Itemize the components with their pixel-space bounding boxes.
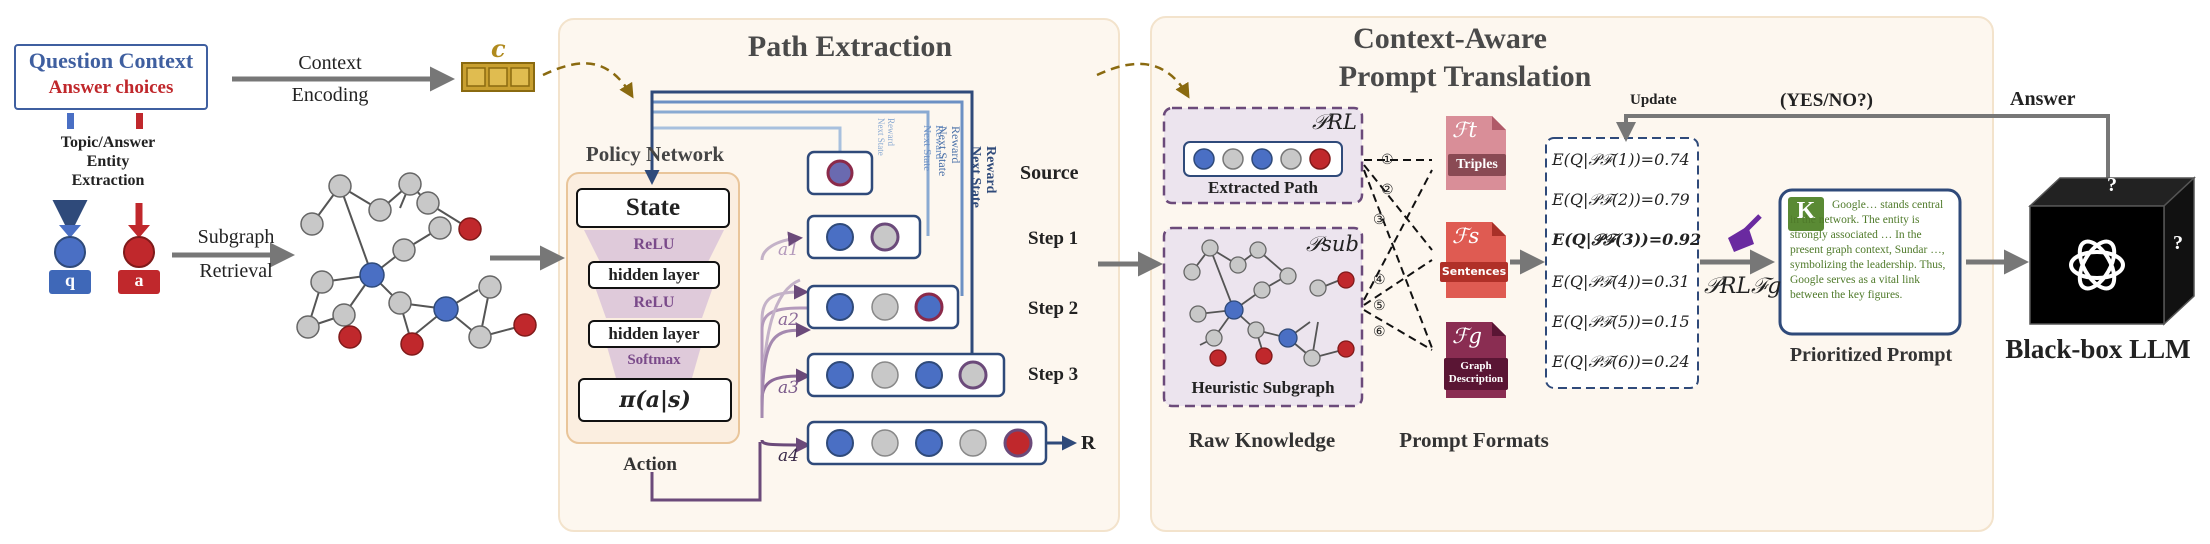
prompt-text: Google… stands central in the network. T… (1790, 199, 1946, 301)
subgraph-retrieval-label-1: Subgraph (197, 226, 275, 248)
a-tag (118, 270, 160, 294)
broom-icon (1728, 214, 1762, 252)
answer-choices-label: Answer choices (48, 77, 174, 98)
step1-label: Step 1 (1028, 228, 1079, 249)
translation-title-1: Context-Aware (1353, 22, 1547, 55)
raw-knowledge-label: Raw Knowledge (1188, 428, 1336, 452)
heuristic-subgraph-label: Heuristic Subgraph (1191, 378, 1335, 397)
update-label: Update (1630, 92, 1677, 108)
prompt-k-label: K (1796, 198, 1816, 224)
feedback-loop-step3 (644, 90, 974, 356)
action-a3-label: a3 (778, 378, 799, 398)
q-tag (49, 270, 91, 294)
score-2: E(Q|𝒫ℱ(2))=0.79 (1552, 190, 1690, 209)
question-context-label: Question Context (28, 48, 194, 73)
q-tag-label: q (64, 270, 75, 290)
context-vector (461, 62, 535, 92)
score-box (1545, 137, 1699, 389)
step3-box (806, 352, 1006, 398)
format-connections (1363, 159, 1433, 351)
prompt-formats-label: Prompt Formats (1399, 428, 1549, 452)
source-box (806, 150, 874, 196)
relu-label-1: ReLU (633, 236, 675, 253)
score-6: E(Q|𝒫ℱ(6))=0.24 (1552, 352, 1690, 371)
black-box-llm-cube (2028, 176, 2196, 326)
score-4: E(Q|𝒫ℱ(4))=0.31 (1552, 272, 1690, 291)
format-sentences-label: Sentences (1440, 262, 1508, 282)
circled-number-1: ① (1381, 153, 1394, 168)
prompt-box (1778, 188, 1962, 336)
a-tag-label: a (134, 270, 144, 290)
state-box: State (576, 188, 730, 228)
step2-label: Step 2 (1028, 298, 1079, 319)
knowledge-graph-nodes (296, 172, 537, 356)
policy-box: π(a|s) (578, 378, 732, 422)
reward-r-label: R (1081, 432, 1096, 454)
feedback-loop-step2 (652, 100, 964, 296)
circled-number-5: ⑤ (1373, 299, 1386, 314)
context-to-policy-arrow (542, 62, 634, 99)
context-encoding-label-1: Context (298, 52, 362, 74)
action-a2-label: a2 (778, 310, 799, 330)
step2-box (806, 284, 960, 330)
hidden-layer-box-2: hidden layer (588, 320, 720, 348)
p-sub-label: 𝒫sub (1306, 232, 1359, 256)
format-graph-symbol: ℱg (1452, 324, 1482, 348)
p-rl-label: 𝒫RL (1312, 110, 1357, 134)
score-1: E(Q|𝒫ℱ(1))=0.74 (1552, 150, 1690, 169)
step3-label: Step 3 (1028, 364, 1079, 385)
extracted-path-label: Extracted Path (1207, 178, 1318, 197)
translation-title-2: Prompt Translation (1338, 60, 1592, 93)
feedback-loop-step1 (652, 110, 930, 236)
source-label: Source (1020, 162, 1079, 184)
hidden-layer-box-1: hidden layer (588, 261, 720, 289)
path-extraction-title: Path Extraction (747, 30, 953, 63)
format-triples-symbol: ℱt (1452, 118, 1477, 142)
score-3: E(Q|𝒫ℱ(3))=0.92 (1552, 230, 1702, 249)
llm-question-mark-top: ? (2107, 174, 2117, 196)
context-to-translation-arrow (1096, 62, 1190, 99)
context-encoding-label-2: Encoding (291, 84, 369, 106)
q-node (54, 236, 86, 268)
action-label: Action (623, 454, 677, 475)
score-5: E(Q|𝒫ℱ(5))=0.15 (1552, 312, 1690, 331)
entity-extraction-label-3: Extraction (71, 172, 145, 189)
selected-prompt-label: 𝒫RLℱg (1704, 274, 1782, 299)
openai-logo-icon (2069, 239, 2125, 291)
llm-question-mark-side: ? (2173, 232, 2183, 254)
policy-network-label: Policy Network (585, 142, 725, 166)
a-node (123, 236, 155, 268)
circled-number-2: ② (1381, 183, 1394, 198)
subgraph-retrieval-label-2: Retrieval (199, 260, 273, 282)
relu-label-2: ReLU (633, 294, 675, 311)
action-line (650, 442, 762, 502)
entity-extraction-label-1: Topic/Answer (60, 134, 156, 151)
circled-number-4: ④ (1373, 273, 1386, 288)
step1-box (806, 214, 922, 260)
format-graph-label: Graph Description (1444, 358, 1508, 390)
format-triples-label: Triples (1448, 154, 1506, 176)
question-context-box (14, 44, 208, 110)
black-box-llm-label: Black-box LLM (2005, 334, 2191, 364)
format-sentences-symbol: ℱs (1452, 224, 1480, 248)
c-label: c (491, 34, 506, 63)
entity-extraction-label-2: Entity (86, 153, 130, 170)
answer-label: Answer (2010, 88, 2076, 110)
yes-no-label: (YES/NO?) (1780, 90, 1873, 111)
prompt-k-badge (1788, 197, 1824, 231)
step4-box (806, 420, 1048, 466)
action-a4-label: a4 (778, 446, 799, 466)
action-a1-label: a1 (778, 240, 799, 260)
softmax-label: Softmax (627, 352, 681, 368)
circled-number-3: ③ (1373, 213, 1386, 228)
prioritized-prompt-label: Prioritized Prompt (1789, 344, 1953, 366)
circled-number-6: ⑥ (1373, 325, 1386, 340)
